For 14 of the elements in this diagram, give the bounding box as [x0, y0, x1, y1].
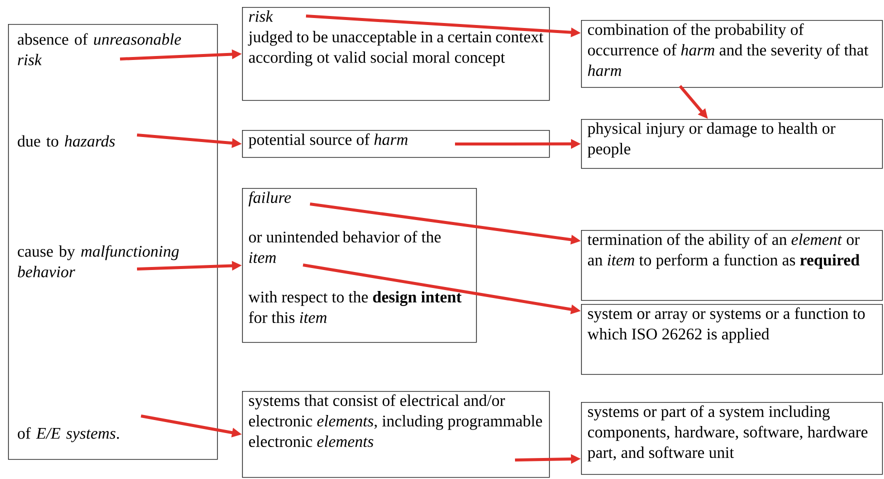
phrase-text: cause by malfunctioning behavior: [18, 245, 179, 278]
definition-box: risk judged to be unacceptable in a certain context according ot valid social moral concept: [242, 7, 550, 101]
outline-box: [8, 24, 218, 460]
phrase-text: due to hazards: [18, 135, 115, 147]
definition-box: systems or part of a system including components, hardware, software, hardware part, and software unit: [581, 402, 883, 475]
definition-box: termination of the ability of an element or an item to perform a function as required: [581, 230, 883, 301]
definition-box: systems that consist of electrical and/or electronic elements, including programmable electronic elements: [242, 391, 550, 478]
phrase-text: of E/E systems.: [18, 427, 119, 442]
definition-box: potential source of harm: [242, 130, 550, 158]
definition-box: system or array or systems or a function to which ISO 26262 is applied: [581, 304, 883, 375]
phrase-text: absence of unreasonable risk: [18, 33, 181, 66]
definition-box: failure or unintended behavior of the item with respect to the design intent for this item: [242, 188, 477, 343]
definition-box: combination of the probability of occurrence of harm and the severity of that harm: [581, 20, 883, 88]
definition-box: physical injury or damage to health or people: [581, 119, 883, 169]
